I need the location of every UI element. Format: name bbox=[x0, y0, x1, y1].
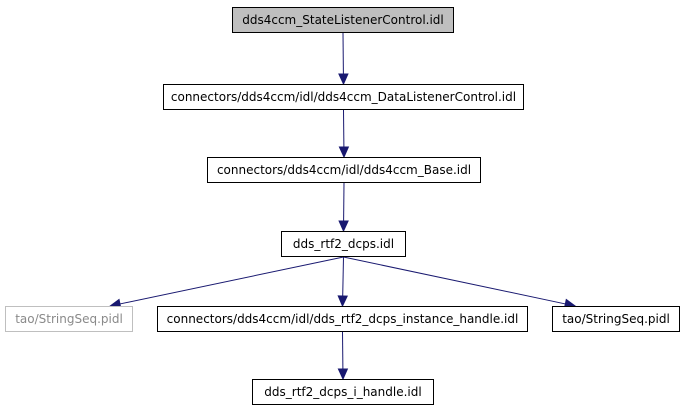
arrowhead-dcps-to-instance_handle bbox=[337, 295, 348, 308]
node-string-seq-left[interactable]: tao/StringSeq.pidl bbox=[5, 306, 133, 332]
arrowhead-instance_handle-to-i_handle bbox=[337, 368, 349, 381]
node-dds-rtf2-dcps[interactable]: dds_rtf2_dcps.idl bbox=[281, 231, 406, 257]
edge-line-dcps-to-instance_handle bbox=[342, 256, 344, 297]
edge-line-dcps-to-string_seq_right bbox=[343, 256, 566, 305]
node-root[interactable]: dds4ccm_StateListenerControl.idl bbox=[232, 7, 454, 33]
node-string-seq-right[interactable]: tao/StringSeq.pidl bbox=[552, 306, 680, 332]
arrowhead-base-to-dcps bbox=[338, 220, 349, 233]
arrowhead-root-to-data_listener_control bbox=[338, 73, 349, 86]
arrowhead-data_listener_control-to-base bbox=[338, 146, 350, 159]
node-base[interactable]: connectors/dds4ccm/idl/dds4ccm_Base.idl bbox=[207, 157, 481, 183]
node-data-listener-control[interactable]: connectors/dds4ccm/idl/dds4ccm_DataListe… bbox=[163, 84, 524, 110]
node-i-handle[interactable]: dds_rtf2_dcps_i_handle.idl bbox=[252, 379, 434, 405]
edge-line-dcps-to-string_seq_left bbox=[119, 256, 344, 305]
node-instance-handle[interactable]: connectors/dds4ccm/idl/dds_rtf2_dcps_ins… bbox=[157, 306, 528, 332]
